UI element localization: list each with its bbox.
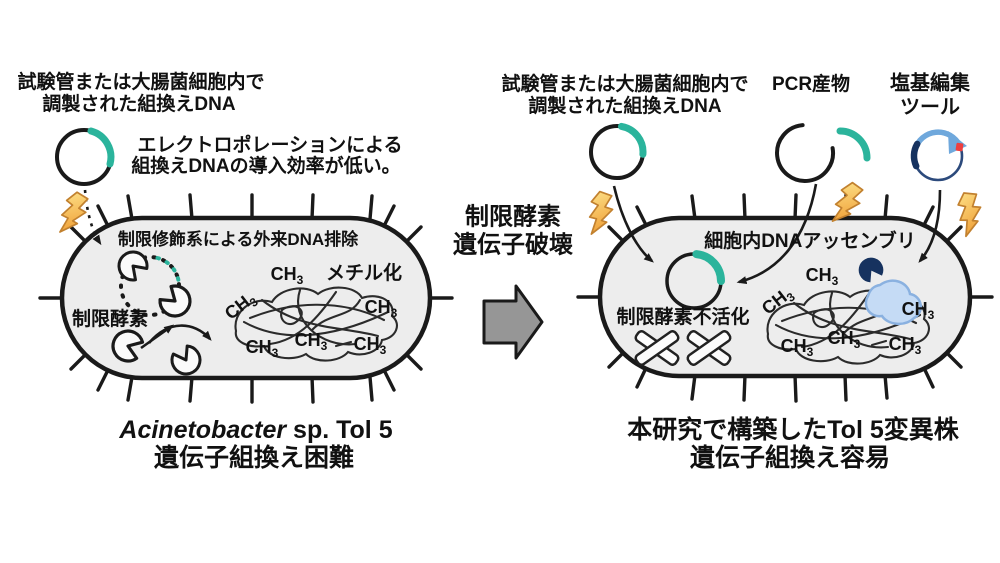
left-cell-label: 制限修飾系による外来DNA排除: [117, 230, 359, 250]
right-cell: [576, 193, 994, 403]
methyl-group-label: CH3: [827, 328, 861, 352]
right-caption-line1: 本研究で構築したTol 5変異株: [627, 415, 959, 444]
plasmid-entry-arrow: [612, 185, 654, 263]
methylation-label: メチル化: [325, 263, 403, 285]
enzyme-inactivation-label: 制限酵素不活化: [616, 307, 750, 329]
transition-arrow: [482, 284, 544, 360]
electroporation-entry-arrow: [83, 189, 102, 246]
methyl-group-label: CH3: [364, 297, 398, 321]
left-cell-pili: [38, 193, 454, 404]
plasmid-insert-teal-arc: [87, 127, 115, 168]
assembled-plasmid-teal-arc: [692, 250, 725, 285]
strain-name: sp. Tol 5: [286, 415, 393, 444]
restriction-enzyme-label: 制限酵素: [71, 309, 149, 331]
methyl-group-label: CH3: [294, 330, 328, 354]
base-editing-tool-icon: [910, 129, 967, 182]
left-cell: [38, 193, 454, 404]
enzyme-curved-arrow: [147, 324, 212, 344]
electroporation-note-line2: 組換えDNAの導入効率が低い。: [131, 156, 401, 178]
methyl-group-label: CH3: [805, 265, 839, 289]
transition-label-line2: 遺伝子破壊: [453, 231, 573, 259]
base-editor-entry-arrow: [918, 189, 942, 263]
methyl-group-label: CH3: [780, 336, 814, 360]
methyl-group-label: CH3: [270, 264, 304, 288]
right-cell-label: 細胞内DNAアッセンブリ: [704, 231, 916, 253]
right-prep-label-line2: 調製された組換えDNA: [528, 96, 722, 118]
pcr-product-backbone-icon: [775, 123, 836, 183]
base-editing-tool-label-line2: ツール: [900, 96, 960, 119]
pcr-product-fragment-teal-arc: [836, 127, 871, 162]
left-prep-label-line1: 試験管または大腸菌細胞内で: [17, 72, 265, 94]
methyl-group-label: CH3: [888, 334, 922, 358]
transition-label-line1: 制限酵素: [465, 203, 561, 231]
base-editing-tool-label-line1: 塩基編集: [890, 72, 970, 95]
left-prep-label-line2: 調製された組換えDNA: [42, 94, 236, 116]
plasmid-insert-teal-arc: [618, 122, 647, 158]
right-cell-pili: [576, 193, 994, 403]
methyl-group-label: CH3: [245, 337, 279, 361]
methyl-group-label: CH3: [353, 334, 387, 358]
methyl-connector: [870, 339, 888, 347]
methyl-group-label: CH3: [901, 299, 935, 323]
base-editor-complex-blob: [864, 279, 922, 325]
left-caption-line1: Acinetobacter sp. Tol 5: [119, 417, 392, 443]
right-prep-label-line1: 試験管または大腸菌細胞内で: [501, 74, 749, 96]
pcr-product-label: PCR産物: [771, 74, 851, 96]
dna-assembly-arrow: [736, 183, 818, 285]
species-name: Acinetobacter: [119, 415, 287, 444]
right-caption-line2: 遺伝子組換え容易: [689, 443, 891, 472]
electroporation-note-line1: エレクトロポレーションによる: [137, 135, 403, 157]
methyl-connector: [334, 340, 353, 348]
left-caption-line2: 遺伝子組換え困難: [153, 443, 355, 472]
